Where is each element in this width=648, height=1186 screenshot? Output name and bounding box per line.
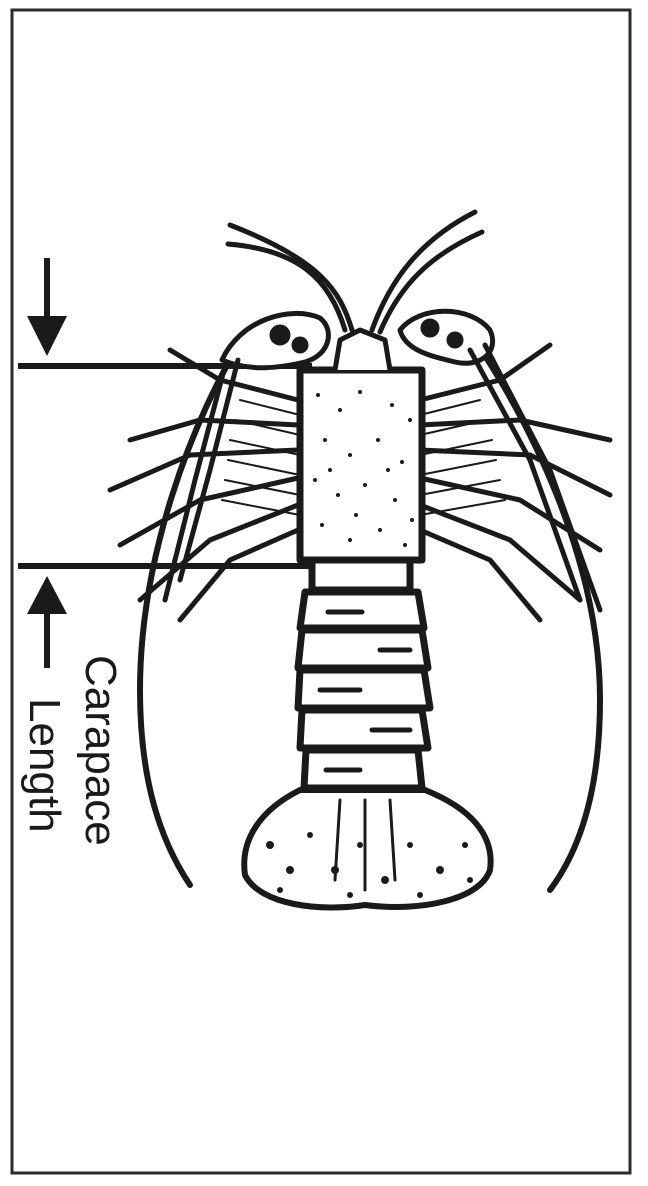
left-legs	[110, 350, 298, 620]
abdomen	[298, 560, 430, 788]
label-carapace: Carapace	[78, 655, 122, 846]
bottom-arrow-head	[27, 576, 67, 614]
carapace	[300, 370, 422, 560]
top-arrow-head	[27, 316, 67, 356]
label-length: Length	[22, 698, 66, 833]
lobster-illustration	[110, 212, 610, 907]
head	[335, 330, 390, 370]
